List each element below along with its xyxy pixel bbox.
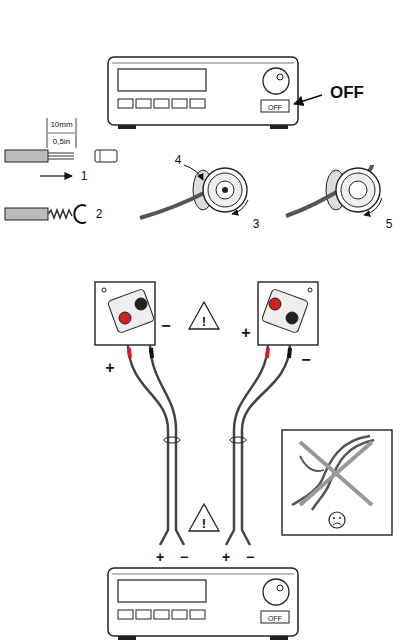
stripped-cable — [76, 118, 77, 148]
ferrule — [95, 150, 117, 162]
wrong-wiring-box — [333, 523, 341, 525]
polarity-sign: + — [241, 325, 250, 341]
receiver-bottom — [108, 568, 298, 640]
button-label: OFF — [268, 103, 282, 110]
speaker-cable-right — [230, 437, 246, 443]
binding-post — [208, 173, 242, 207]
warning-mark: ! — [202, 517, 206, 530]
speaker-terminal-left — [107, 289, 154, 334]
ferrule — [95, 150, 117, 162]
speaker-terminal-left — [119, 312, 131, 324]
off-arrow — [294, 95, 322, 104]
speaker-terminal-left — [95, 282, 155, 345]
stripped-cable — [5, 118, 76, 162]
polarity-sign: − — [161, 318, 170, 334]
binding-post — [341, 173, 375, 207]
speaker-terminal-right — [261, 289, 308, 334]
receiver-top — [108, 57, 298, 129]
speaker-terminal-left — [95, 282, 155, 345]
stripped-cable — [5, 150, 48, 162]
warning-triangle — [189, 302, 219, 329]
twisted-cable — [74, 205, 86, 223]
binding-post — [232, 200, 248, 214]
binding-post — [286, 165, 382, 216]
speaker-terminal-right — [286, 312, 298, 324]
speaker-cable-left — [164, 437, 180, 443]
receiver-top — [108, 57, 298, 129]
polarity-sign: + — [105, 360, 114, 376]
twisted-cable — [5, 205, 86, 223]
speaker-cable-left — [128, 345, 168, 545]
speaker-cable-left — [129, 348, 130, 358]
receiver-bottom — [108, 568, 298, 640]
binding-post — [184, 165, 203, 180]
wrong-wiring-box — [300, 442, 372, 505]
dimension-label: 0,5in — [53, 138, 70, 146]
speaker-cable-left — [128, 345, 184, 545]
binding-post — [336, 168, 380, 212]
twisted-cable — [48, 210, 72, 218]
polarity-sign: − — [246, 550, 254, 564]
binding-post — [216, 181, 234, 199]
stripped-cable — [48, 153, 74, 154]
warning-mark: ! — [202, 315, 206, 328]
stripped-cable — [48, 133, 75, 134]
twisted-cable — [5, 208, 48, 220]
stripped-cable — [48, 156, 74, 157]
step-arrow — [40, 176, 72, 177]
stripped-cable — [48, 159, 74, 160]
step-arrow — [40, 175, 72, 176]
wrong-wiring-box — [333, 517, 335, 519]
speaker-cable-left — [151, 348, 152, 358]
speaker-terminal-left — [102, 288, 106, 292]
wrong-wiring-box — [300, 442, 372, 505]
callout-number: 5 — [386, 218, 393, 230]
speaker-terminal-right — [258, 282, 318, 345]
callout-number: 3 — [253, 218, 260, 230]
polarity-sign: − — [180, 550, 188, 564]
speaker-terminal-left — [135, 298, 147, 310]
wrong-wiring-box — [282, 430, 392, 535]
speaker-cable-right — [267, 348, 268, 358]
button-label: OFF — [268, 614, 282, 621]
speaker-cable-right — [226, 345, 290, 545]
binding-post — [140, 165, 248, 218]
dimension-label: 10mm — [50, 121, 72, 129]
binding-post — [140, 192, 206, 218]
speaker-terminal-right — [258, 282, 318, 345]
polarity-sign: − — [301, 352, 310, 368]
binding-post — [364, 198, 382, 215]
speaker-cable-right — [289, 348, 290, 358]
speaker-terminal-right — [308, 288, 312, 292]
callout-number: 1 — [81, 170, 88, 182]
stripped-cable — [47, 118, 48, 148]
binding-post — [222, 187, 228, 193]
polarity-sign: + — [156, 550, 164, 564]
ferrule — [100, 150, 101, 162]
wrong-wiring-box — [339, 517, 341, 519]
off-arrow — [294, 95, 322, 104]
callout-number: 2 — [96, 208, 103, 220]
polarity-sign: + — [222, 550, 230, 564]
wrong-wiring-box — [329, 512, 345, 528]
speaker-terminal-right — [269, 298, 281, 310]
warning-triangle — [189, 504, 219, 531]
speaker-cable-left — [150, 345, 184, 545]
binding-post — [349, 181, 367, 199]
callout-number: 4 — [175, 154, 182, 166]
binding-post — [203, 168, 247, 212]
wrong-wiring-box — [282, 430, 392, 535]
speaker-cable-right — [226, 345, 268, 545]
callout-label: OFF — [330, 84, 364, 101]
warning-triangle — [189, 302, 219, 531]
